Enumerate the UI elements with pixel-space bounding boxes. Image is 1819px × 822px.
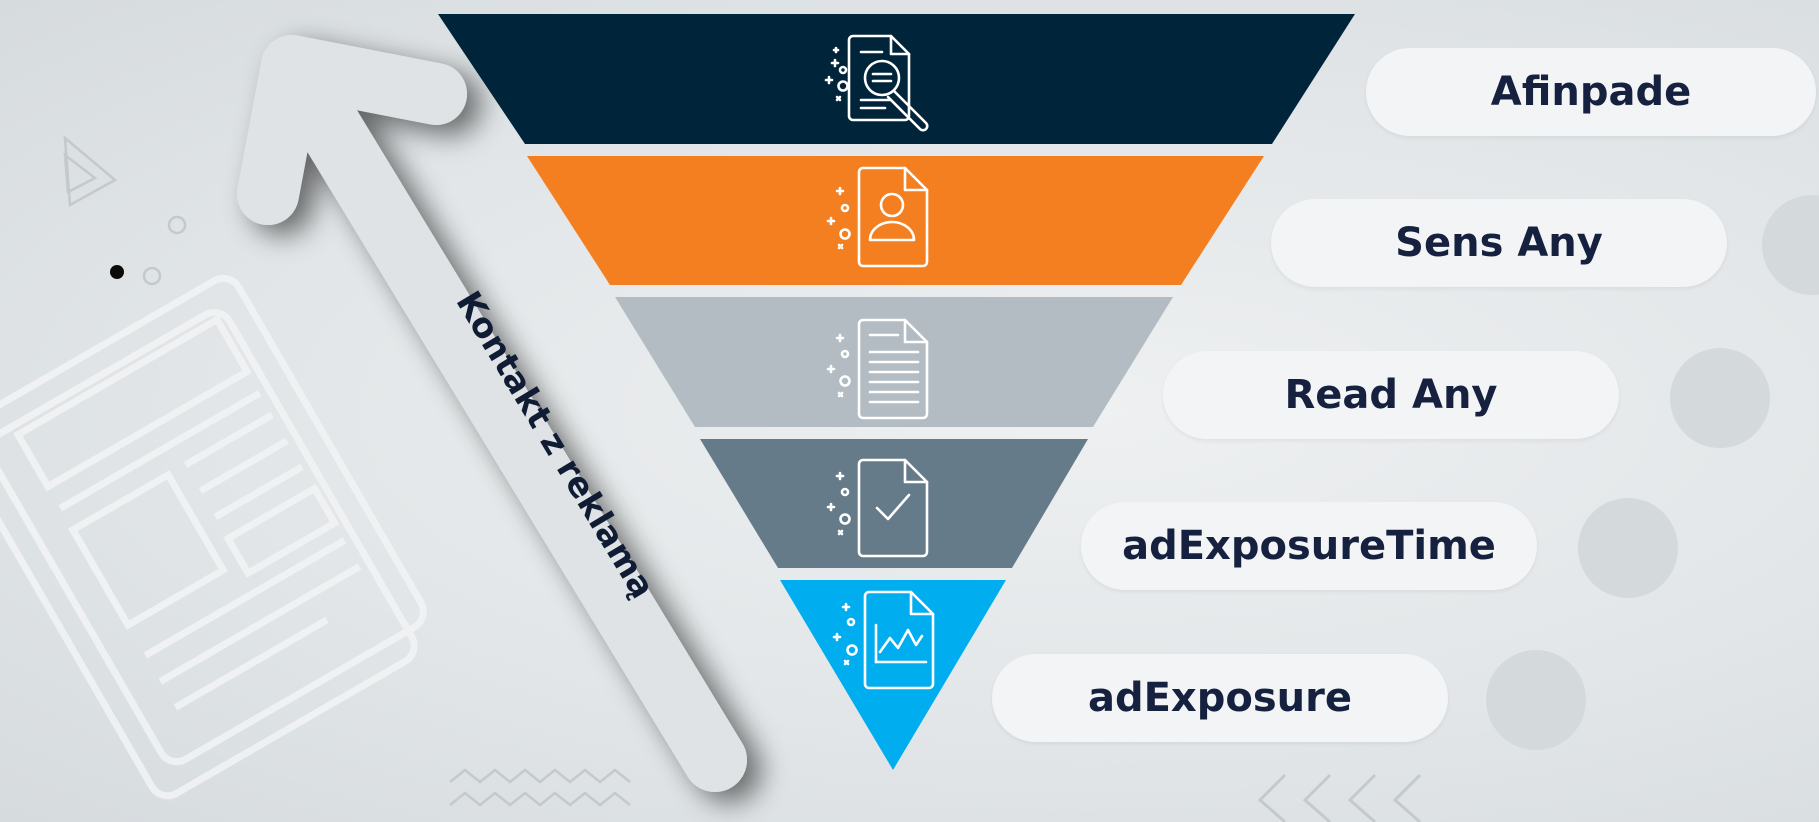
decoration-dot <box>110 265 124 279</box>
level-label-afinpade: Afinpade <box>1366 48 1816 136</box>
document-check-icon <box>826 458 929 558</box>
decorative-circle <box>1578 498 1678 598</box>
chevrons-decoration-icon <box>1257 773 1422 822</box>
funnel-layer-4 <box>700 439 1088 568</box>
funnel-layer-5 <box>780 580 1006 770</box>
funnel-layer-1 <box>438 14 1355 144</box>
document-user-icon <box>826 166 929 268</box>
decoration-dot <box>167 215 187 235</box>
funnel-layer-2 <box>527 156 1264 285</box>
decorative-circle <box>1670 348 1770 448</box>
document-text-icon <box>826 318 929 420</box>
level-label-adexposuretime: adExposureTime <box>1081 502 1537 590</box>
level-label-adexposure: adExposure <box>992 654 1448 742</box>
zigzag-decoration-icon <box>449 768 631 784</box>
triangles-decoration-icon <box>63 135 118 208</box>
level-label-sens-any: Sens Any <box>1271 199 1727 287</box>
document-chart-icon <box>832 590 935 690</box>
newspaper-decoration-icon <box>0 274 427 800</box>
decorative-circle <box>1486 650 1586 750</box>
upward-arrow <box>237 35 747 792</box>
document-search-icon <box>824 34 929 132</box>
decoration-dot <box>142 266 162 286</box>
zigzag-decoration-icon <box>449 791 631 807</box>
level-label-read-any: Read Any <box>1163 351 1619 439</box>
